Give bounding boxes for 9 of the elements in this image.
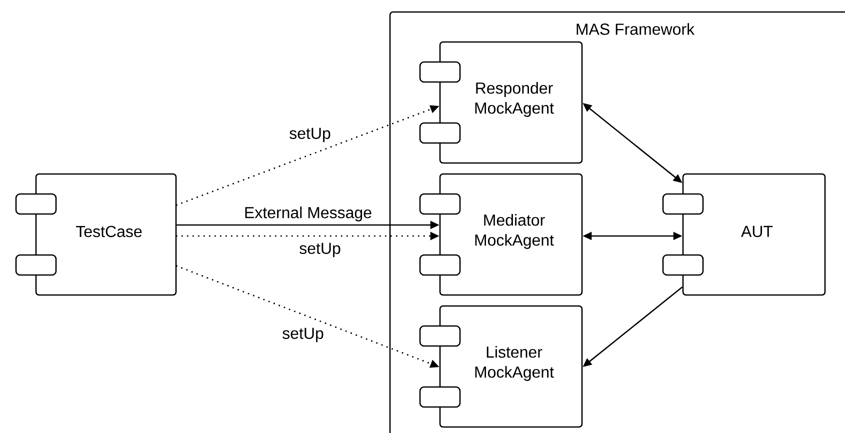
component-box: TestCase bbox=[15, 173, 177, 296]
component-box: Mediator MockAgent bbox=[419, 173, 583, 296]
edge-label: setUp bbox=[298, 242, 342, 258]
component-box: Listener MockAgent bbox=[419, 305, 583, 428]
component-box: Responder MockAgent bbox=[419, 41, 583, 164]
edge-label: setUp bbox=[288, 126, 332, 144]
component-box: AUT bbox=[662, 173, 826, 296]
edge-label: setUp bbox=[281, 326, 325, 344]
edge-label: External Message bbox=[242, 206, 374, 222]
